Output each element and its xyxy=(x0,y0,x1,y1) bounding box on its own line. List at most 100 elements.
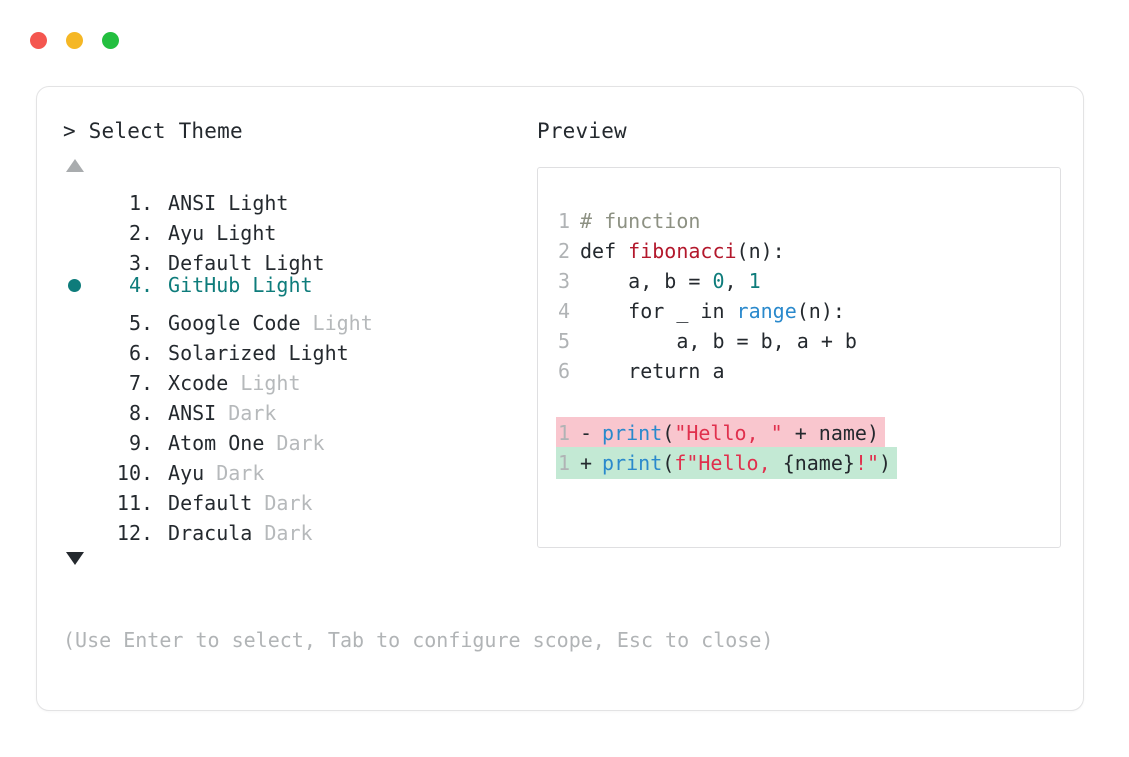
close-dot[interactable] xyxy=(30,32,47,49)
row-marker-empty xyxy=(63,240,97,270)
theme-list-item[interactable]: 9. Atom One Dark xyxy=(63,420,533,455)
theme-list-item[interactable]: 2.Ayu Light xyxy=(63,210,533,245)
theme-list-item[interactable]: 6.Solarized Light xyxy=(63,330,533,365)
code-token: 1 xyxy=(748,269,761,293)
theme-item-index: 12 xyxy=(116,521,141,545)
select-theme-prompt: > Select Theme xyxy=(63,119,243,143)
theme-item-variant: Dark xyxy=(276,431,325,455)
code-token: ( xyxy=(662,451,675,475)
theme-item-name: ANSI xyxy=(168,191,217,215)
code-token: fibonacci xyxy=(628,239,737,263)
theme-item-spacer xyxy=(252,518,264,548)
code-line-text: return a xyxy=(580,356,724,386)
diff-line-content: 1-print("Hello, " + name) xyxy=(556,417,886,449)
theme-item-index-dot: . xyxy=(141,401,154,425)
theme-item-index-dot: . xyxy=(141,221,154,245)
theme-list-item[interactable]: 8.ANSI Dark xyxy=(63,390,533,425)
row-marker-empty xyxy=(63,360,97,390)
line-number: 1 xyxy=(557,209,570,233)
theme-item-variant: Light xyxy=(216,221,277,245)
theme-item-name: Atom One xyxy=(168,431,265,455)
theme-item-index: 1 xyxy=(128,191,141,215)
theme-item-index-dot: . xyxy=(141,461,154,485)
theme-item-index: 7 xyxy=(128,371,141,395)
triangle-down-icon[interactable] xyxy=(66,552,84,565)
theme-item-index-dot: . xyxy=(141,311,154,335)
theme-list-item[interactable]: 10.Ayu Dark xyxy=(63,450,533,485)
theme-item-index-dot: . xyxy=(141,191,154,215)
diff-line-content: 1 + print(f"Hello, {name}!") xyxy=(556,447,898,479)
theme-item-index-dot: . xyxy=(141,491,154,515)
code-token: (n): xyxy=(796,299,845,323)
minimize-dot[interactable] xyxy=(66,32,83,49)
theme-list-item[interactable]: 1.ANSI Light xyxy=(63,180,533,215)
line-number: 4 xyxy=(557,299,570,323)
maximize-dot[interactable] xyxy=(102,32,119,49)
theme-item-index: 4 xyxy=(128,273,141,297)
row-marker-empty xyxy=(63,210,97,240)
code-token: + name) xyxy=(782,421,880,445)
window-controls xyxy=(30,32,119,49)
code-token: print xyxy=(602,451,663,475)
triangle-up-icon[interactable] xyxy=(66,159,84,172)
code-token: "Hello, " xyxy=(674,421,783,445)
theme-item-name: Default xyxy=(168,251,253,275)
preview-heading: Preview xyxy=(537,119,627,143)
code-token: (n): xyxy=(736,239,785,263)
theme-item-variant: Dark xyxy=(228,401,277,425)
theme-list-item[interactable]: 5.Google Code Light xyxy=(63,300,533,335)
theme-item-spacer xyxy=(228,368,240,398)
code-token: ) xyxy=(879,451,892,475)
code-line-text: for _ in range(n): xyxy=(580,296,845,326)
theme-list-item[interactable]: 7. Xcode Light xyxy=(63,360,533,395)
theme-list-item[interactable]: 4.GitHub Light xyxy=(63,270,533,300)
theme-item-index: 6 xyxy=(128,341,141,365)
selected-bullet-icon xyxy=(68,279,81,292)
diff-line-number: 1 xyxy=(557,451,570,475)
code-line: 5 a, b = b, a + b xyxy=(538,326,1060,356)
theme-list-item[interactable]: 12.Dracula Dark xyxy=(63,510,533,545)
theme-item-spacer xyxy=(252,488,264,518)
theme-item-spacer xyxy=(216,188,228,218)
theme-list-item[interactable]: 3.Default Light xyxy=(63,240,533,275)
diff-sign: - xyxy=(580,421,593,445)
theme-item-index-dot: . xyxy=(141,371,154,395)
code-line: 6 return a xyxy=(538,356,1060,386)
theme-item-variant: Dark xyxy=(264,521,313,545)
code-token: {name} xyxy=(782,451,855,475)
theme-item-name: Google Code xyxy=(168,311,301,335)
code-line-text: a, b = b, a + b xyxy=(580,326,857,356)
theme-item-name: Ayu xyxy=(168,461,205,485)
line-number: 3 xyxy=(557,269,570,293)
theme-item-variant: Light xyxy=(312,311,373,335)
theme-item-index-dot: . xyxy=(141,273,154,297)
line-number: 5 xyxy=(557,329,570,353)
code-token: print xyxy=(602,421,663,445)
diff-sign: + xyxy=(580,451,593,475)
theme-item-index: 2 xyxy=(128,221,141,245)
row-marker-empty xyxy=(63,420,97,450)
row-marker-empty xyxy=(63,390,97,420)
code-token: , xyxy=(724,269,749,293)
code-line: 1# function xyxy=(538,206,1060,236)
code-token: a, b = xyxy=(580,269,713,293)
theme-item-index: 9 xyxy=(128,431,141,455)
code-token: !" xyxy=(854,451,880,475)
selected-bullet-icon xyxy=(63,271,97,301)
theme-item-variant: Light xyxy=(240,371,301,395)
theme-item-name: Xcode xyxy=(168,371,229,395)
code-token: f"Hello, xyxy=(674,451,783,475)
theme-list-item[interactable]: 11.Default Dark xyxy=(63,480,533,515)
theme-item-variant: Dark xyxy=(264,491,313,515)
theme-item-spacer xyxy=(204,458,216,488)
theme-item-name: Default xyxy=(168,491,253,515)
theme-item-variant: Dark xyxy=(216,461,265,485)
theme-item-index-dot: . xyxy=(141,431,154,455)
theme-item-spacer xyxy=(216,398,228,428)
theme-item-name: Solarized xyxy=(168,341,277,365)
diff-line-number: 1 xyxy=(557,421,570,445)
